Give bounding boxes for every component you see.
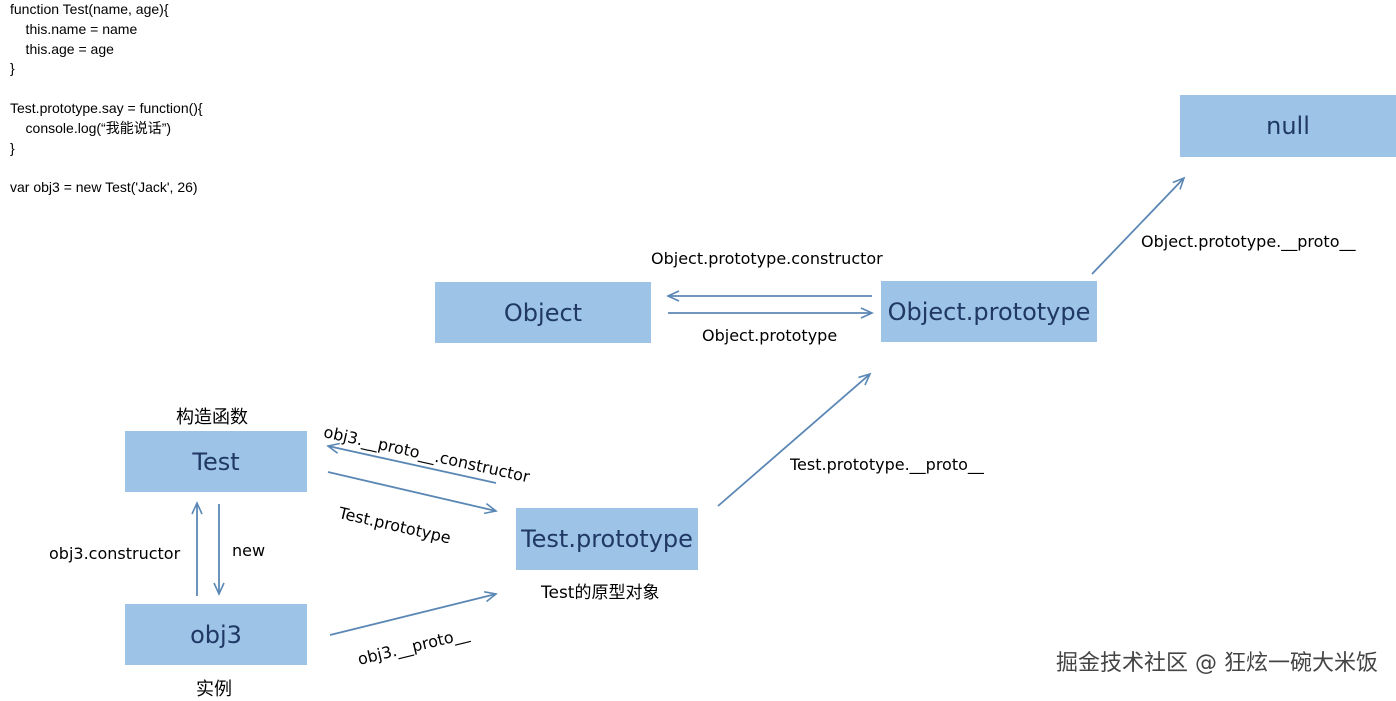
arrow-test-prototype-to-test (326, 442, 497, 484)
node-test-prototype-label: Test.prototype (521, 525, 693, 553)
arrow-test-prototype-to-object-prototype (717, 372, 872, 507)
code-line: var obj3 = new Test('Jack', 26) (10, 179, 198, 196)
node-obj3: obj3 (125, 604, 307, 665)
code-line: console.log(“我能说话”) (10, 119, 172, 136)
node-object: Object (435, 282, 651, 343)
label-object-prototype-proto: Object.prototype.__proto__ (1141, 232, 1356, 251)
node-test-label: Test (192, 447, 240, 476)
label-new: new (232, 541, 266, 560)
node-null: null (1180, 95, 1396, 157)
code-line: this.age = age (10, 40, 114, 57)
watermark: 掘金技术社区 @ 狂炫一碗大米饭 (1056, 651, 1378, 676)
caption-instance: 实例 (196, 679, 232, 700)
arrow-test-to-test-prototype (327, 471, 498, 515)
node-test-prototype: Test.prototype (516, 508, 698, 570)
label-test-prototype-proto: Test.prototype.__proto__ (790, 455, 984, 474)
code-line: Test.prototype.say = function(){ (10, 99, 203, 116)
code-line: this.name = name (10, 20, 138, 37)
node-object-prototype: Object.prototype (881, 281, 1097, 342)
node-object-label: Object (503, 298, 583, 327)
node-null-label: null (1266, 112, 1310, 140)
label-object-prototype: Object.prototype (702, 326, 838, 345)
arrow-obj3-to-test-prototype (329, 590, 498, 636)
caption-constructor-fn: 构造函数 (176, 407, 248, 428)
code-line: } (10, 60, 15, 77)
node-object-prototype-label: Object.prototype (887, 297, 1091, 326)
code-line: function Test(name, age){ (10, 1, 169, 17)
code-snippet: function Test(name, age){ this.name = na… (10, 0, 203, 198)
label-obj3-constructor: obj3.constructor (49, 544, 181, 563)
caption-prototype-obj: Test的原型对象 (541, 583, 660, 603)
node-obj3-label: obj3 (190, 620, 242, 649)
label-object-prototype-constructor: Object.prototype.constructor (651, 249, 883, 268)
arrow-object-prototype-to-null (1091, 176, 1186, 275)
code-line: } (10, 139, 15, 156)
node-test: Test (125, 431, 307, 492)
